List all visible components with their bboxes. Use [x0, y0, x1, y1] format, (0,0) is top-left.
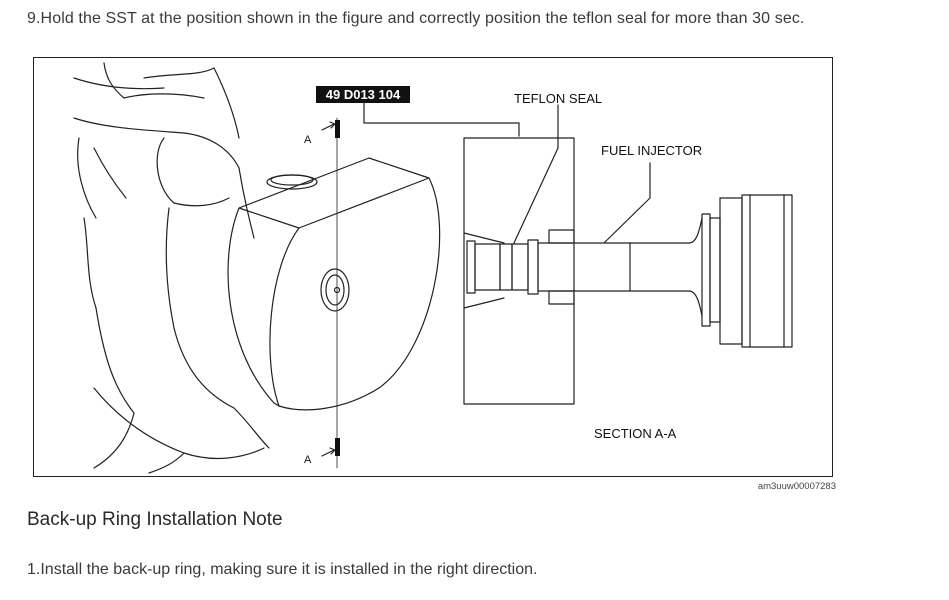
teflon-seal-label: TEFLON SEAL: [514, 91, 603, 106]
sst-tool-number: 49 D013 104: [316, 86, 410, 103]
figure-code: am3uuw00007283: [757, 481, 836, 492]
section-aa-label: SECTION A-A: [594, 426, 677, 441]
hand-drawing: [73, 62, 270, 474]
sst-block: [227, 157, 441, 411]
fuel-injector-label: FUEL INJECTOR: [601, 143, 703, 158]
section-heading: Back-up Ring Installation Note: [27, 509, 283, 530]
section-mark-bottom: A: [304, 454, 312, 466]
step-instruction: 9.Hold the SST at the position shown in …: [27, 10, 805, 27]
section-mark-top: A: [304, 134, 312, 146]
install-instruction: 1.Install the back-up ring, making sure …: [27, 561, 538, 578]
section-view: [463, 137, 793, 405]
procedure-figure: 49 D013 104 TEFLON SEAL FUEL INJECTOR SE…: [33, 57, 833, 477]
sst-illustration: [73, 62, 793, 474]
